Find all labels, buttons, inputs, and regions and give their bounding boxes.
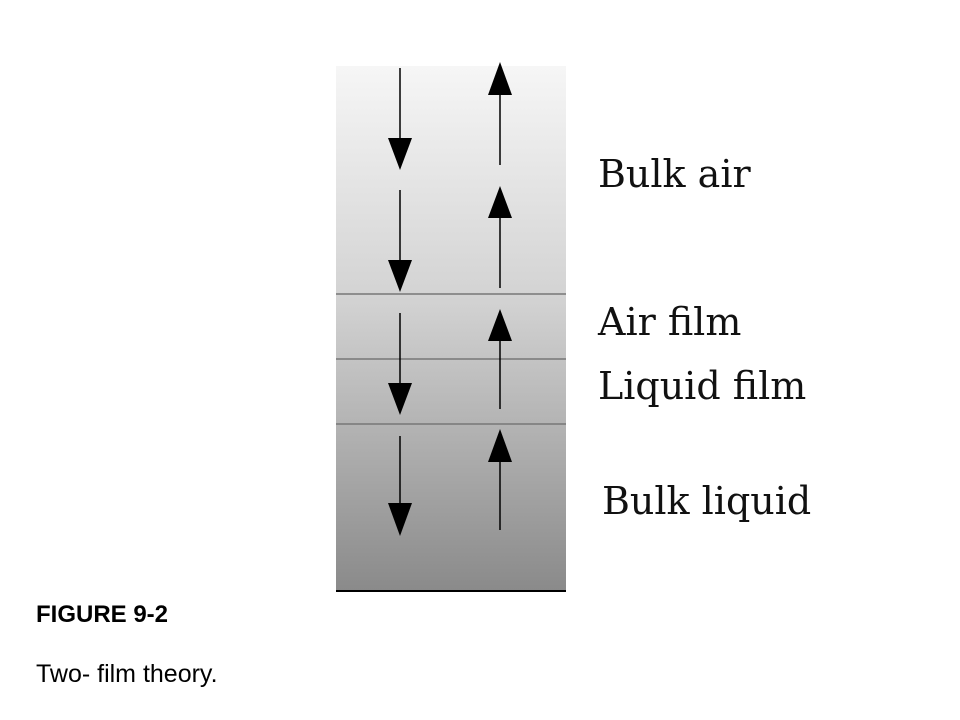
down-arrow bbox=[388, 313, 412, 415]
up-arrow bbox=[488, 186, 512, 288]
down-arrow bbox=[388, 68, 412, 170]
label-liquid-film: Liquid film bbox=[598, 364, 806, 408]
label-air-film: Air film bbox=[597, 300, 741, 344]
phase-column bbox=[336, 66, 566, 591]
label-bulk-air: Bulk air bbox=[598, 152, 751, 196]
up-arrow bbox=[488, 62, 512, 165]
figure-caption: Two- film theory. bbox=[36, 660, 218, 688]
down-arrow bbox=[388, 436, 412, 536]
figure-label: FIGURE 9-2 bbox=[36, 601, 169, 628]
label-bulk-liquid: Bulk liquid bbox=[602, 479, 811, 523]
down-arrow bbox=[388, 190, 412, 292]
up-arrow bbox=[488, 429, 512, 530]
up-arrow bbox=[488, 309, 512, 409]
